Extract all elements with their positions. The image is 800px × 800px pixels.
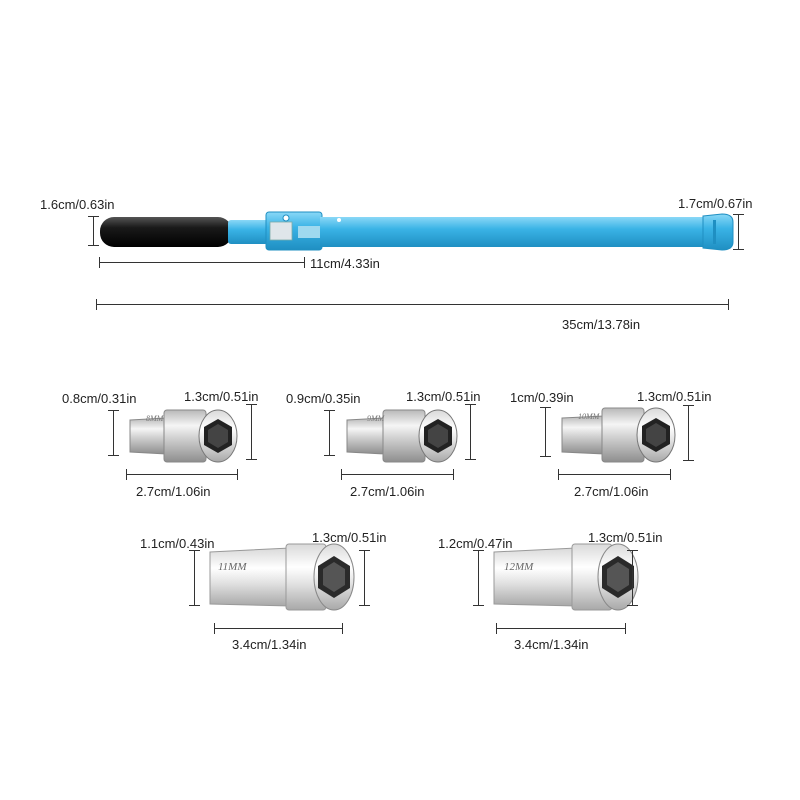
dim-socket-9mm-length-line: [341, 469, 454, 480]
socket-11mm: [209, 543, 355, 611]
wrench-grip-collar: [228, 220, 268, 244]
dim-total-length-line: [96, 299, 729, 310]
socket-8mm-mark: 8MM: [146, 414, 165, 423]
dim-head-diameter-label: 1.7cm/0.67in: [678, 196, 753, 211]
dim-handle-diameter-line: [88, 216, 99, 246]
dim-socket-11mm-length-label: 3.4cm/1.34in: [232, 637, 307, 652]
dim-socket-8mm-length-line: [126, 469, 238, 480]
socket-9mm: [346, 409, 458, 463]
dim-handle-diameter-label: 1.6cm/0.63in: [40, 197, 115, 212]
dim-socket-12mm-length-line: [496, 623, 626, 634]
dim-total-length-label: 35cm/13.78in: [562, 317, 641, 332]
dim-socket-10mm-large-line: [683, 405, 694, 461]
wrench-shaft: [320, 217, 705, 247]
dim-socket-11mm-large-label: 1.3cm/0.51in: [312, 530, 387, 545]
wrench-swivel-joint: [265, 211, 323, 251]
socket-8mm: [129, 409, 238, 463]
dim-socket-12mm-small-line: [473, 550, 484, 606]
dim-socket-10mm-large-label: 1.3cm/0.51in: [637, 389, 712, 404]
socket-10mm: [561, 407, 676, 463]
dim-handle-length-line: [99, 257, 305, 268]
wrench-head: [702, 213, 734, 251]
dim-socket-8mm-small-label: 0.8cm/0.31in: [62, 391, 137, 406]
dim-socket-12mm-large-line: [627, 550, 638, 606]
dim-socket-11mm-small-label: 1.1cm/0.43in: [140, 536, 215, 551]
dim-socket-12mm-small-label: 1.2cm/0.47in: [438, 536, 513, 551]
socket-11mm-mark: 11MM: [218, 561, 247, 573]
dim-socket-8mm-length-label: 2.7cm/1.06in: [136, 484, 211, 499]
dim-socket-8mm-large-label: 1.3cm/0.51in: [184, 389, 259, 404]
dim-handle-length-label: 11cm/4.33in: [310, 256, 380, 271]
socket-12mm: [493, 543, 639, 611]
dim-socket-9mm-small-label: 0.9cm/0.35in: [286, 391, 361, 406]
dim-socket-10mm-small-label: 1cm/0.39in: [510, 390, 574, 405]
socket-12mm-mark: 12MM: [504, 561, 534, 573]
socket-9mm-mark: 9MM: [367, 414, 386, 423]
dim-socket-10mm-length-label: 2.7cm/1.06in: [574, 484, 649, 499]
dim-socket-11mm-length-line: [214, 623, 343, 634]
dim-head-diameter-line: [733, 214, 744, 250]
dim-socket-9mm-small-line: [324, 410, 335, 456]
dim-socket-12mm-large-label: 1.3cm/0.51in: [588, 530, 663, 545]
dim-socket-8mm-small-line: [108, 410, 119, 456]
dim-socket-10mm-small-line: [540, 407, 551, 457]
wrench-grip: [100, 217, 232, 247]
dim-socket-11mm-small-line: [189, 550, 200, 606]
dim-socket-9mm-large-line: [465, 404, 476, 460]
dim-socket-9mm-large-label: 1.3cm/0.51in: [406, 389, 481, 404]
dim-socket-11mm-large-line: [359, 550, 370, 606]
socket-10mm-mark: 10MM: [578, 412, 601, 421]
dim-socket-12mm-length-label: 3.4cm/1.34in: [514, 637, 589, 652]
dim-socket-9mm-length-label: 2.7cm/1.06in: [350, 484, 425, 499]
dim-socket-10mm-length-line: [558, 469, 671, 480]
dim-socket-8mm-large-line: [246, 404, 257, 460]
